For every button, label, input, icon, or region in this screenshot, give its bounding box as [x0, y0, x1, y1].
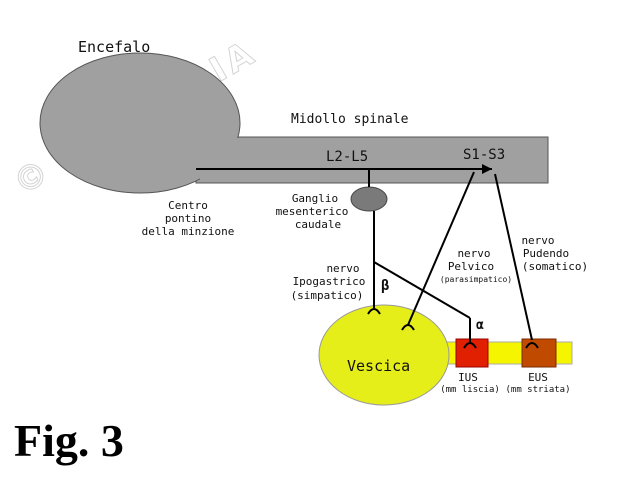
receptor-beta-label: β	[381, 278, 389, 294]
brain-label: Encefalo	[78, 38, 150, 56]
ius-label: IUS (mm liscia)	[440, 371, 500, 395]
pudendal-nerve-line	[494, 173, 533, 341]
svg-text:nervo: nervo	[326, 262, 359, 275]
pontine-center-label: Centro pontino della minzione	[142, 199, 235, 238]
terminal-beta	[367, 308, 381, 315]
external-urethral-sphincter	[521, 338, 557, 368]
svg-text:EUS: EUS	[528, 371, 548, 384]
tract-arrowhead	[482, 164, 492, 174]
brain	[39, 52, 241, 194]
svg-text:della minzione: della minzione	[142, 225, 235, 238]
caudal-mesenteric-ganglion	[350, 186, 388, 212]
terminal-pelvic	[401, 324, 415, 331]
svg-text:Pelvico: Pelvico	[448, 260, 494, 273]
spinal-cord-label: Midollo spinale	[291, 112, 409, 127]
eus-label: EUS (mm striata)	[505, 371, 570, 395]
svg-text:Ganglio: Ganglio	[292, 192, 338, 205]
terminal-pudendal	[525, 342, 539, 349]
bladder	[318, 304, 450, 406]
svg-text:pontino: pontino	[165, 212, 211, 225]
svg-text:(somatico): (somatico)	[522, 260, 588, 273]
figure-caption: Fig. 3	[14, 415, 124, 466]
svg-text:Ipogastrico: Ipogastrico	[293, 275, 366, 288]
svg-text:mesenterico: mesenterico	[276, 205, 349, 218]
pelvic-nerve-label: nervo Pelvico (parasimpatico)	[440, 247, 512, 284]
svg-text:caudale: caudale	[295, 218, 341, 231]
svg-text:(simpatico): (simpatico)	[291, 289, 364, 302]
spinal-cord	[195, 136, 549, 184]
svg-text:Pudendo: Pudendo	[523, 247, 569, 260]
receptor-alpha-label: α	[476, 318, 484, 333]
segment-lumbar-label: L2-L5	[326, 149, 368, 165]
brain-spinal-cord	[39, 52, 549, 194]
hypogastric-nerve-label: nervo Ipogastrico (simpatico)	[291, 262, 366, 302]
svg-text:(mm striata): (mm striata)	[505, 385, 570, 395]
svg-text:(parasimpatico): (parasimpatico)	[440, 275, 512, 284]
ganglion-label: Ganglio mesenterico caudale	[276, 192, 349, 231]
pudendal-nerve-label: nervo Pudendo (somatico)	[521, 234, 588, 273]
pelvic-nerve-line	[407, 171, 475, 326]
svg-text:Centro: Centro	[168, 199, 208, 212]
terminal-alpha	[463, 342, 477, 349]
svg-text:IUS: IUS	[458, 371, 478, 384]
nerve-terminals	[367, 308, 539, 349]
svg-text:(mm liscia): (mm liscia)	[440, 385, 500, 395]
svg-text:nervo: nervo	[457, 247, 490, 260]
nerve-pathways	[196, 164, 533, 342]
svg-text:nervo: nervo	[521, 234, 554, 247]
segment-sacral-label: S1-S3	[463, 147, 505, 163]
bladder-label: Vescica	[347, 357, 410, 375]
